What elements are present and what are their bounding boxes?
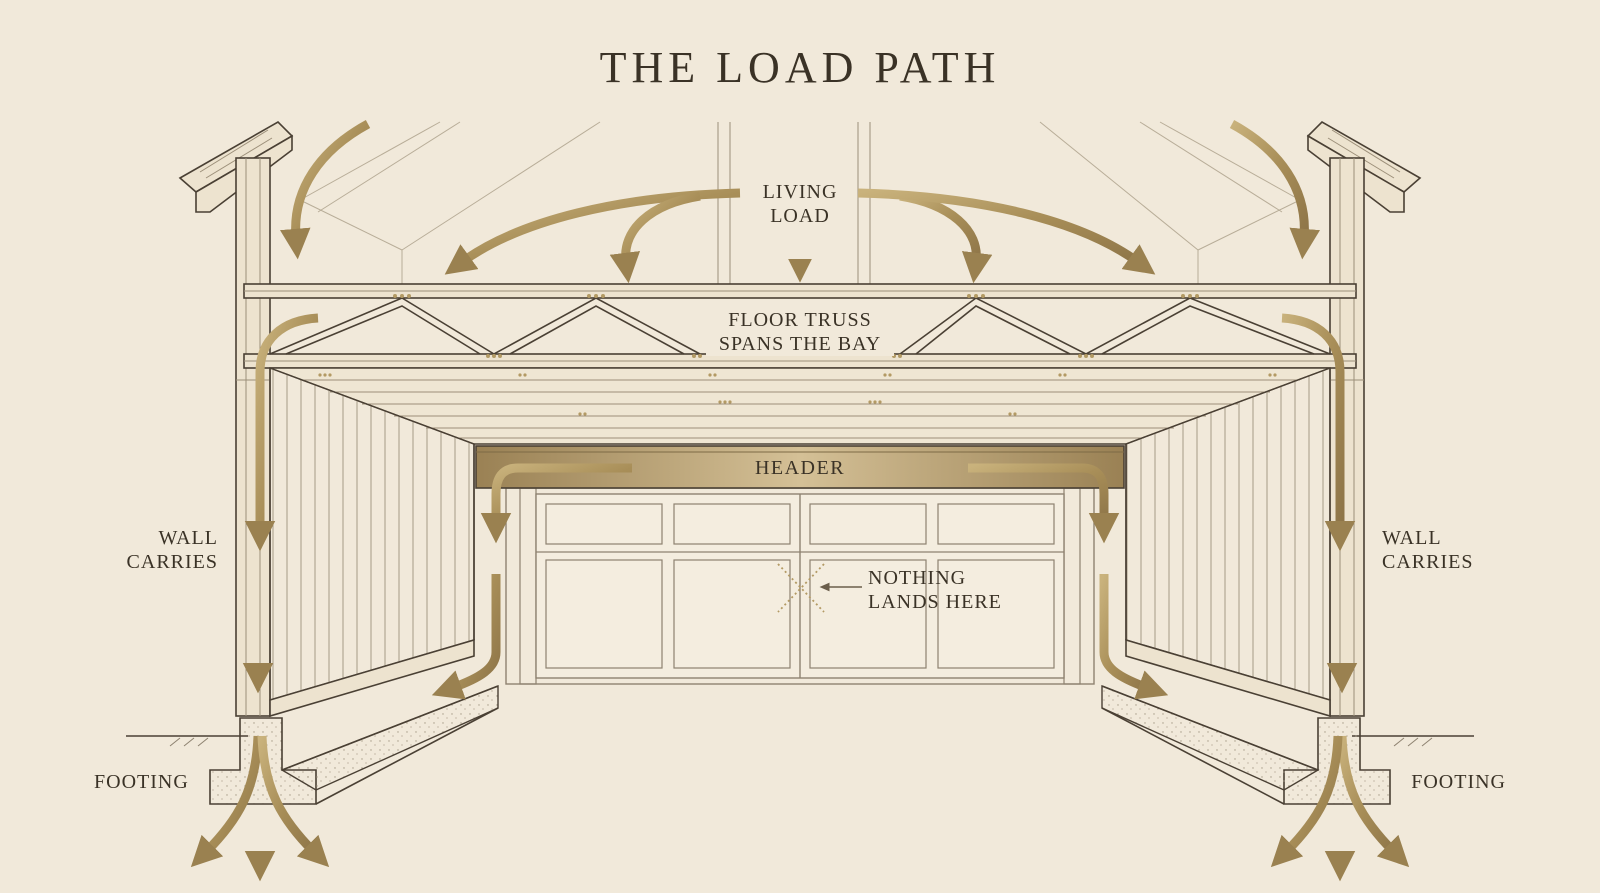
living-load-arrow-left bbox=[609, 191, 701, 284]
truss-to-wall-arrow-left bbox=[244, 313, 319, 552]
header-label: HEADER bbox=[755, 457, 845, 479]
x-mark-icon bbox=[777, 563, 825, 613]
wall-carries-label-left-line1: WALL bbox=[158, 527, 218, 549]
wall-carries-label-right-line2: CARRIES bbox=[1382, 551, 1473, 573]
floor-truss-label-line1: FLOOR TRUSS bbox=[728, 309, 871, 331]
wall-carries-label-left-line2: CARRIES bbox=[127, 551, 218, 573]
living-load-label-line1: LIVING bbox=[763, 181, 838, 203]
living-load-arrow-far-right bbox=[857, 188, 1156, 275]
living-load-label-line2: LOAD bbox=[770, 205, 830, 227]
nothing-lands-label-line1: NOTHING bbox=[868, 567, 966, 589]
footing-arrow-left-inner bbox=[257, 735, 330, 868]
jamb-arrow-right bbox=[1099, 574, 1169, 700]
truss-to-wall-arrow-right bbox=[1281, 313, 1356, 552]
footing-arrow-right-inner bbox=[1270, 735, 1343, 868]
header-arrow-right bbox=[968, 463, 1120, 544]
exterior-wall-left bbox=[235, 157, 271, 717]
footing-label-left: FOOTING bbox=[94, 771, 189, 793]
footing-arrow-right-outer bbox=[1337, 735, 1410, 868]
jamb-arrow-left bbox=[431, 574, 501, 700]
exterior-wall-right bbox=[1329, 157, 1365, 717]
header-arrow-left bbox=[480, 463, 632, 544]
load-flow-arrows bbox=[190, 120, 1410, 882]
footing-arrow-left-outer bbox=[190, 735, 263, 868]
living-load-arrow-far-left bbox=[444, 188, 741, 275]
side-wall-right bbox=[1125, 366, 1331, 718]
page-title: THE LOAD PATH bbox=[600, 43, 1001, 92]
roof-load-arrow-right bbox=[1229, 120, 1321, 260]
roof-load-arrow-left bbox=[279, 120, 371, 260]
floor-truss-label-line2: SPANS THE BAY bbox=[719, 333, 881, 355]
ground-line bbox=[126, 735, 1474, 747]
wall-carries-label-right-line1: WALL bbox=[1382, 527, 1442, 549]
footing-label-right: FOOTING bbox=[1411, 771, 1506, 793]
ceiling-joists bbox=[269, 367, 1331, 445]
side-wall-left bbox=[269, 366, 475, 718]
nothing-lands-label-line2: LANDS HERE bbox=[868, 591, 1002, 613]
